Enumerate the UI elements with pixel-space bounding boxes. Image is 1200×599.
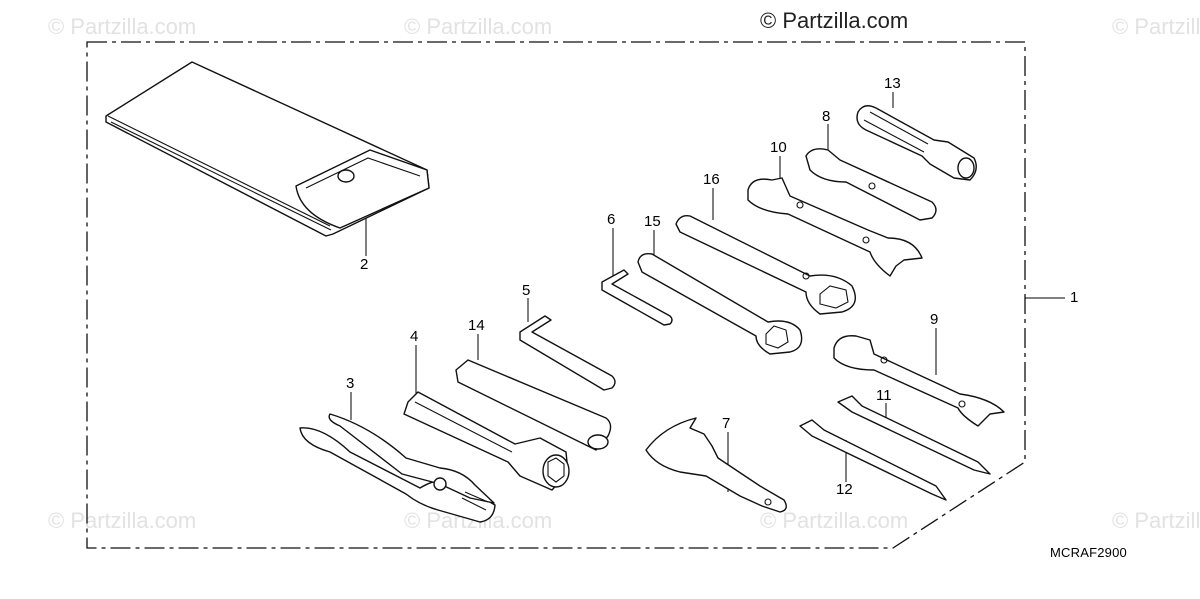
hex-key-small bbox=[601, 269, 673, 326]
open-end-wrench-10 bbox=[747, 177, 923, 277]
screwdriver-11 bbox=[837, 395, 991, 475]
hex-key-large bbox=[519, 315, 616, 391]
callout-14: 14 bbox=[468, 317, 485, 334]
box-wrench-16 bbox=[675, 214, 856, 315]
watermark-faint: © Partzilla.com bbox=[48, 14, 197, 39]
diagram-code: MCRAF2900 bbox=[1050, 545, 1127, 560]
socket-wrench bbox=[403, 391, 570, 491]
pliers bbox=[299, 413, 496, 523]
callout-5: 5 bbox=[522, 282, 531, 299]
tool-bag bbox=[105, 61, 430, 237]
callout-16: 16 bbox=[703, 171, 720, 188]
screwdriver-12 bbox=[799, 419, 947, 501]
callout-3: 3 bbox=[346, 375, 355, 392]
callout-6: 6 bbox=[607, 211, 616, 228]
watermark-faint: © Partzilla.com bbox=[48, 508, 197, 533]
callout-8: 8 bbox=[822, 108, 831, 125]
watermark-faint: © Partzilla.com bbox=[404, 14, 553, 39]
open-end-wrench-9 bbox=[833, 335, 1005, 427]
brand-watermark: © Partzilla.com bbox=[760, 8, 909, 33]
open-end-wrench-8 bbox=[805, 148, 937, 221]
callout-10: 10 bbox=[770, 139, 787, 156]
callout-2: 2 bbox=[360, 256, 369, 273]
callout-7: 7 bbox=[722, 415, 731, 432]
callout-11: 11 bbox=[876, 387, 892, 404]
watermark-faint: © Partzilla.com bbox=[1112, 508, 1200, 533]
pin-spanner bbox=[645, 417, 787, 513]
callout-4: 4 bbox=[410, 328, 419, 345]
callout-13: 13 bbox=[884, 75, 901, 92]
box-wrench-15 bbox=[637, 252, 803, 355]
watermark-faint: © Partzilla.com bbox=[1112, 14, 1200, 39]
handle-extension bbox=[455, 359, 612, 451]
watermark-faint: © Partzilla.com bbox=[760, 508, 909, 533]
kit-frame bbox=[86, 41, 1026, 549]
callout-15: 15 bbox=[644, 213, 661, 230]
callout-1: 1 bbox=[1070, 289, 1079, 306]
callout-9: 9 bbox=[930, 311, 939, 328]
screwdriver-handle bbox=[856, 105, 977, 181]
callout-12: 12 bbox=[836, 481, 853, 498]
